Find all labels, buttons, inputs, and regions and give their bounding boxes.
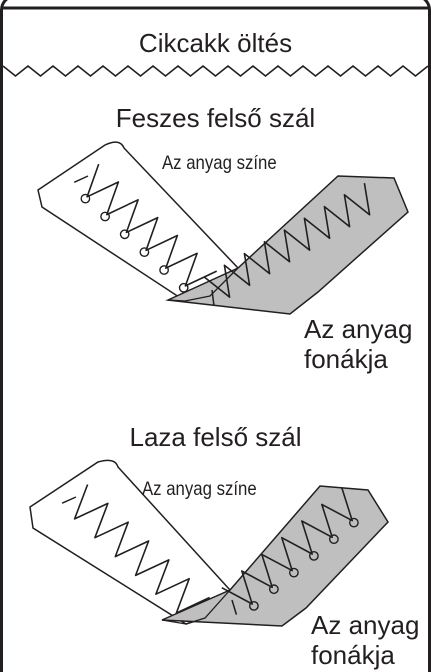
label-fabric-back-loose-line2: fonákja xyxy=(311,640,395,670)
stitch-loop xyxy=(100,211,111,222)
stitch-thread-tail xyxy=(211,289,215,306)
label-fabric-back-loose-line1: Az anyag xyxy=(311,610,420,640)
fabric-back-panel-tight xyxy=(165,175,409,315)
stitch-face-tight xyxy=(73,163,218,293)
stitch-thread-tail xyxy=(61,496,77,504)
zigzag-divider xyxy=(2,64,429,78)
stitch-thread-line xyxy=(73,484,210,614)
stitch-loop xyxy=(288,567,299,578)
stitch-back-tight xyxy=(203,182,371,306)
stitch-thread-line xyxy=(86,163,218,287)
stitch-loop xyxy=(159,265,170,275)
stitch-loop xyxy=(80,193,91,204)
heading-loose-thread: Laza felső szál xyxy=(129,422,302,452)
label-fabric-face-loose: Az anyag színe xyxy=(142,478,257,500)
stitch-loop xyxy=(328,534,339,545)
fabric-fold-shadow-tight xyxy=(167,267,239,302)
stitch-loop xyxy=(308,551,319,561)
fabric-fold-shadow-loose xyxy=(161,589,231,625)
heading-tight-thread: Feszes felső szál xyxy=(115,103,316,133)
stitch-face-loose xyxy=(61,484,210,614)
stitch-thread-tail xyxy=(73,175,89,183)
stitch-back-loose xyxy=(221,487,359,615)
stitch-loop xyxy=(119,229,130,240)
stitch-loop xyxy=(139,247,150,258)
stitch-loop xyxy=(348,517,359,528)
label-fabric-back-tight-line2: fonákja xyxy=(304,344,388,374)
label-fabric-back-tight-line1: Az anyag xyxy=(304,314,413,344)
diagram-title: Cikcakk öltés xyxy=(138,28,293,58)
label-fabric-face-tight: Az anyag színe xyxy=(162,152,277,174)
stitch-thread-tail xyxy=(231,599,238,615)
stitch-thread-line xyxy=(221,487,354,605)
stitch-loop xyxy=(178,282,189,293)
stitch-thread-line xyxy=(203,182,371,298)
stitch-loop xyxy=(248,601,259,611)
stitch-loop xyxy=(268,584,279,595)
